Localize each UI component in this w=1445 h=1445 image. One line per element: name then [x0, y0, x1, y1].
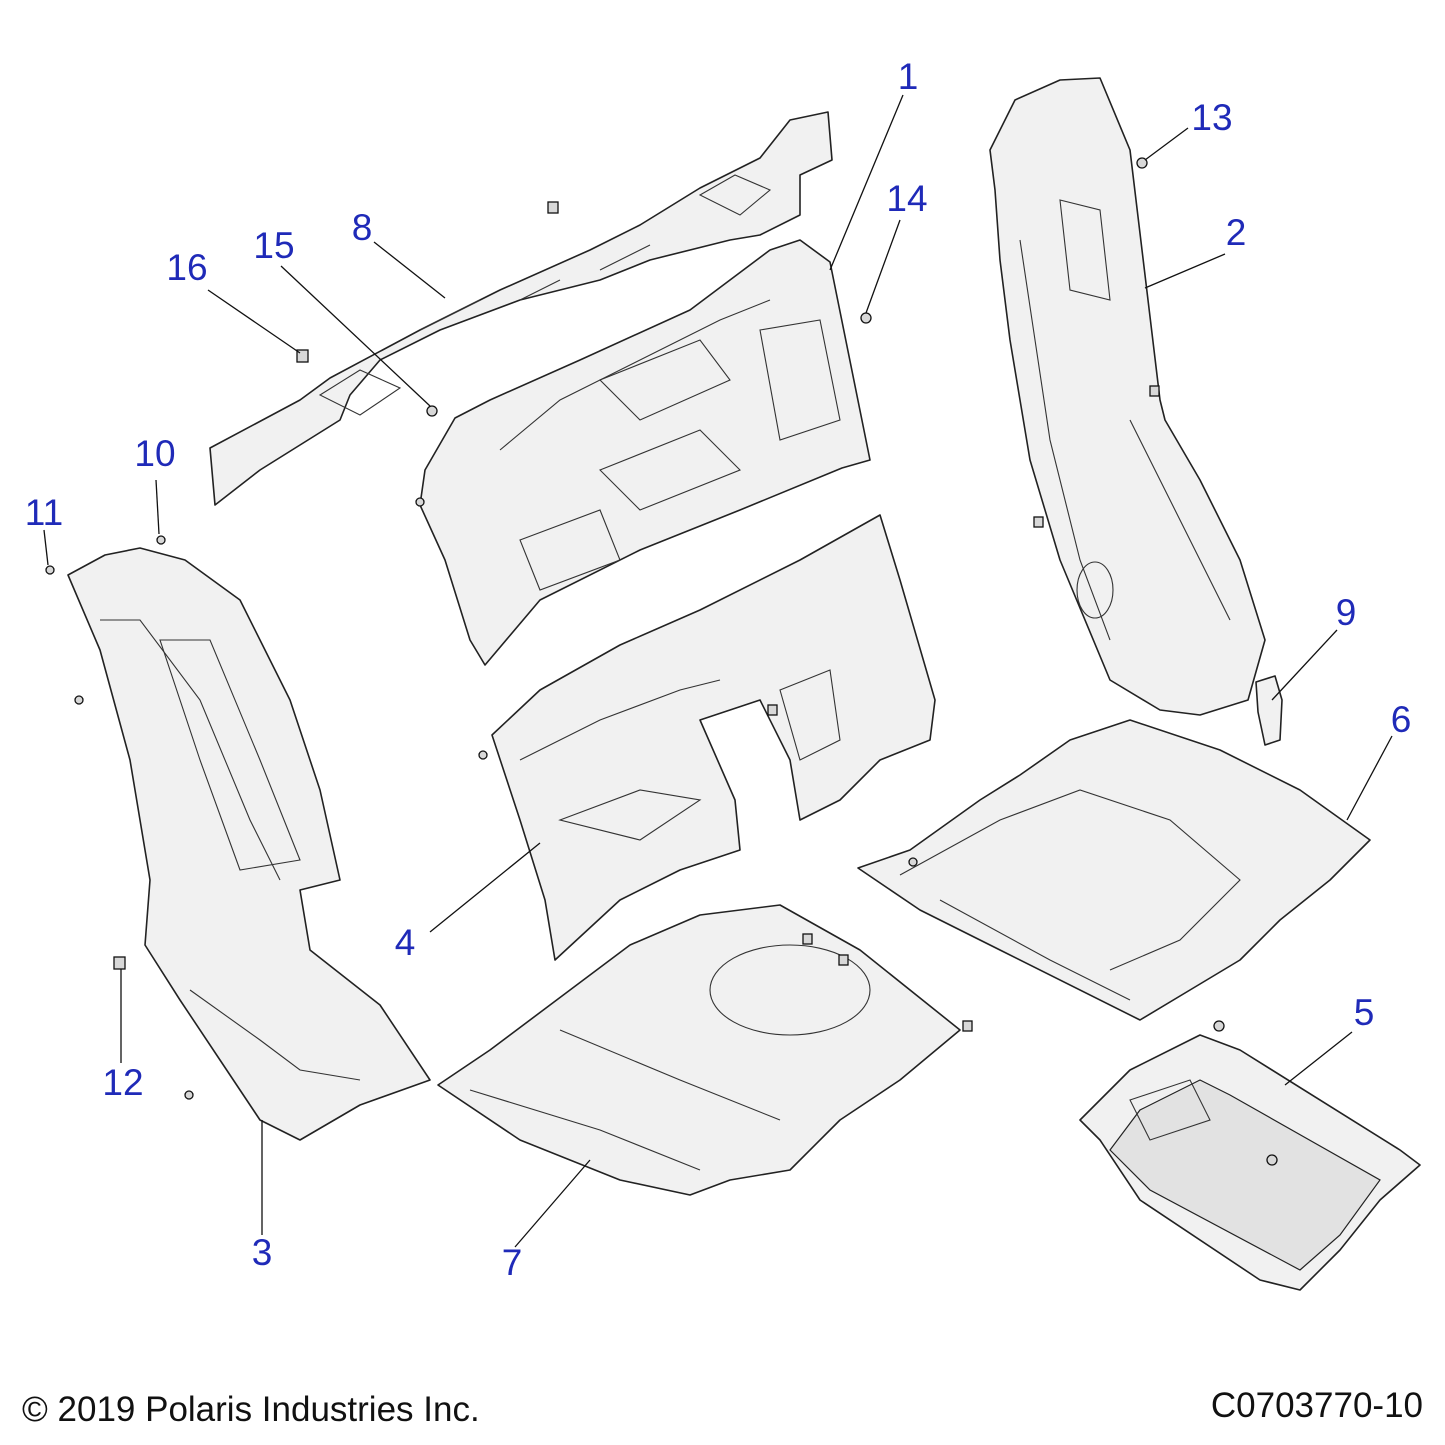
leader-16: [207, 289, 301, 354]
part-1-upper-rear-panel: [419, 239, 871, 666]
fastener-nut-15: [426, 405, 438, 417]
drawing-number: C0703770-10: [1210, 1386, 1423, 1425]
callout-14: 14: [886, 178, 927, 219]
fastener-push-pin-14: [860, 312, 872, 324]
leader-8: [373, 241, 446, 299]
part-3-left-side-panel: [67, 547, 431, 1141]
leader-11: [43, 529, 49, 566]
part-6-right-floor-tray: [857, 719, 1371, 1021]
callout-5: 5: [1354, 992, 1375, 1033]
fastener-clip-d: [1149, 385, 1160, 397]
fastener-clip-12: [113, 956, 126, 970]
leader-2: [1144, 253, 1226, 289]
callout-7: 7: [502, 1242, 523, 1283]
fastener-clip-e: [802, 933, 813, 945]
fastener-screw-d: [1213, 1020, 1225, 1032]
part-8-upper-cross-panel: [209, 111, 833, 506]
callout-3: 3: [252, 1232, 273, 1273]
callout-13: 13: [1191, 97, 1232, 138]
callout-9: 9: [1336, 592, 1357, 633]
part-4-lower-rear-panel: [491, 514, 936, 961]
fasteners: [45, 157, 1278, 1166]
callout-4: 4: [395, 922, 416, 963]
callout-10: 10: [134, 433, 175, 474]
leader-10: [155, 479, 160, 535]
leader-15: [280, 265, 431, 407]
part-5-storage-bin: [1079, 1034, 1421, 1291]
fastener-screw-c: [908, 857, 918, 867]
leader-13: [1144, 127, 1189, 161]
callout-1: 1: [898, 56, 919, 97]
callout-6: 6: [1391, 699, 1412, 740]
fastener-push-pin-13: [1136, 157, 1148, 169]
leader-7: [514, 1159, 591, 1248]
callout-2: 2: [1226, 212, 1247, 253]
callout-12: 12: [102, 1062, 143, 1103]
fastener-nut-b: [415, 497, 425, 507]
fastener-screw-b: [184, 1090, 194, 1100]
leader-4: [429, 842, 541, 933]
callout-15: 15: [253, 225, 294, 266]
leader-5: [1284, 1031, 1353, 1086]
fastener-clip-c: [1033, 516, 1044, 528]
fastener-clip-f: [838, 954, 849, 966]
fastener-push-pin-10: [156, 535, 166, 545]
fastener-screw-e: [1266, 1154, 1278, 1166]
part-2-right-side-panel: [989, 77, 1266, 716]
leader-1: [829, 94, 904, 271]
fastener-clip-16: [296, 349, 309, 363]
fastener-push-pin-11: [45, 565, 55, 575]
callout-labels: 1 2 3 4 5 6 7 8 9 10 11 12 13 14 15 16: [25, 56, 1412, 1283]
fastener-nut-a: [478, 750, 488, 760]
part-9-bracket: [1255, 675, 1283, 746]
callout-11: 11: [25, 492, 63, 533]
leader-14: [865, 219, 901, 314]
fastener-clip-b: [767, 704, 778, 716]
callout-8: 8: [352, 207, 373, 248]
part-7-lower-floor-tray: [437, 904, 961, 1196]
fastener-clip-a: [547, 201, 559, 214]
fastener-clip-g: [962, 1020, 973, 1032]
copyright-notice: © 2019 Polaris Industries Inc.: [22, 1390, 480, 1429]
leader-9: [1271, 629, 1338, 701]
callout-16: 16: [166, 247, 207, 288]
leader-6: [1346, 735, 1393, 821]
leader-lines: [43, 94, 1393, 1248]
fastener-screw-a: [74, 695, 84, 705]
